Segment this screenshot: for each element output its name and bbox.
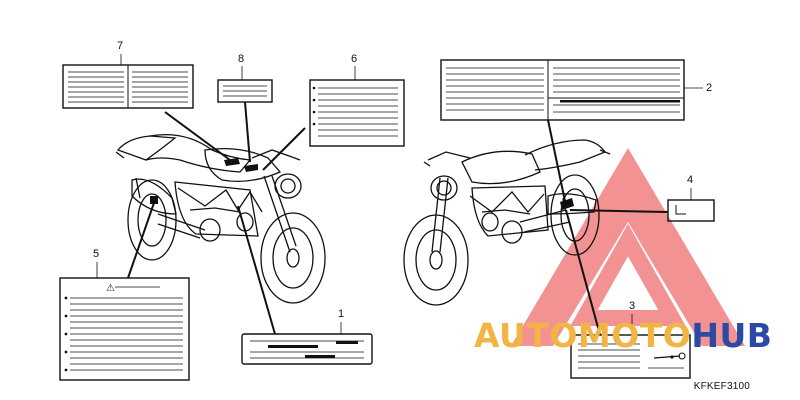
label-8 [217, 79, 273, 103]
label-1 [241, 333, 373, 365]
label-4 [667, 199, 715, 222]
label-7 [62, 64, 194, 109]
watermark-text: AUTOMOTOHUB [474, 318, 772, 354]
callout-1: 1 [338, 308, 345, 320]
callout-6: 6 [351, 53, 358, 65]
leader-lines [96, 54, 703, 336]
label-5 [59, 277, 190, 381]
motorcycle-right [403, 139, 611, 306]
callout-7: 7 [117, 40, 124, 52]
callout-3: 3 [629, 300, 636, 312]
callout-5: 5 [93, 248, 100, 260]
motorcycle-left [115, 133, 326, 304]
callout-4: 4 [687, 174, 694, 186]
label-6 [309, 79, 405, 147]
label-3 [570, 334, 691, 379]
watermark-part2: HUB [691, 316, 773, 355]
watermark-part1: AUTOMOTO [474, 316, 692, 355]
diagram-code: KFKEF3100 [693, 381, 750, 392]
callout-2: 2 [706, 82, 713, 94]
watermark-logo [511, 148, 745, 346]
bike-label-marks [150, 158, 574, 210]
label-2 [440, 59, 685, 121]
callout-8: 8 [238, 53, 245, 65]
warning-icon: ⚠ [106, 283, 115, 294]
